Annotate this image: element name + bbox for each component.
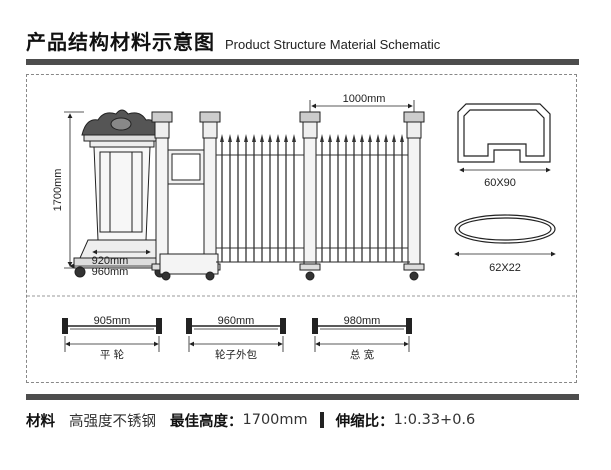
wheel-left-icon (186, 318, 192, 334)
crown-center (110, 117, 132, 131)
gate-pickets (220, 134, 404, 262)
wheel-diagram-2: 960mm 轮子外包 (186, 315, 286, 361)
base-width-outer-label: 960mm (92, 266, 129, 278)
ratio-label: 伸缩比： (335, 413, 394, 430)
spec-footer: 材料 高强度不锈钢 最佳高度： 1700mm 伸缩比： 1:0.33+0.6 (26, 407, 579, 433)
picket-tip (268, 134, 272, 142)
picket-tip (236, 134, 240, 142)
material-label: 材料 (26, 413, 55, 430)
picket-tip (220, 134, 224, 142)
picket-tip (384, 134, 388, 142)
profile-oval-section (454, 214, 556, 244)
height-dimension (64, 111, 84, 269)
header: 产品结构材料示意图 Product Structure Material Sch… (26, 26, 440, 54)
post-3 (299, 111, 321, 281)
spacing-label: 1000mm (343, 93, 386, 105)
base-width-dimensions (69, 249, 165, 269)
footer-separator (319, 412, 324, 428)
bottom-divider (26, 394, 579, 400)
wheel-right-icon (406, 318, 412, 334)
post-4 (403, 111, 425, 281)
picket-tip (400, 134, 404, 142)
wheel-diagram-1: 905mm 平 轮 (62, 315, 162, 361)
picket-tip (392, 134, 396, 142)
wheel-left-icon (62, 318, 68, 334)
wheel-right-icon (156, 318, 162, 334)
picket-tip (292, 134, 296, 142)
picket-tip (336, 134, 340, 142)
picket-tip (368, 134, 372, 142)
material-value: 高强度不锈钢 (69, 413, 156, 430)
picket-tip (276, 134, 280, 142)
picket-tip (252, 134, 256, 142)
wheel-width-caption: 总 宽 (350, 348, 375, 361)
wheel-width-value: 960mm (218, 315, 255, 327)
top-divider (26, 59, 579, 65)
picket-tip (244, 134, 248, 142)
best-height-value: 1700mm (242, 412, 308, 428)
diagram-panel (26, 74, 577, 383)
picket-tip (344, 134, 348, 142)
wheel-width-value: 980mm (344, 315, 381, 327)
picket-tip (328, 134, 332, 142)
picket-tip (360, 134, 364, 142)
picket-tip (260, 134, 264, 142)
wheel-dimension-diagrams: 905mm 平 轮 960mm 轮子外包 980mm 总 宽 (62, 315, 412, 361)
gate-schematic: 1700mm 920mm 960mm (27, 93, 576, 361)
base-frame (159, 253, 219, 275)
height-label: 1700mm (52, 169, 64, 212)
picket-tip (352, 134, 356, 142)
picket-tip (320, 134, 324, 142)
wheel-diagram-3: 980mm 总 宽 (312, 315, 412, 361)
best-height-label: 最佳高度： (170, 413, 243, 430)
wheel-width-value: 905mm (94, 315, 131, 327)
spacing-dimension (309, 100, 415, 112)
profile-rect-label: 60X90 (484, 177, 516, 189)
profile-rect-section (457, 103, 551, 163)
post-2 (199, 111, 221, 271)
picket-tip (228, 134, 232, 142)
page-subtitle: Product Structure Material Schematic (225, 37, 441, 52)
page-title: 产品结构材料示意图 (26, 30, 215, 54)
profile-oval-label: 62X22 (489, 262, 521, 274)
picket-tip (284, 134, 288, 142)
wheel-width-caption: 轮子外包 (215, 348, 257, 361)
wheel-left-icon (312, 318, 318, 334)
ratio-value: 1:0.33+0.6 (393, 412, 476, 428)
gate-front-view (151, 111, 425, 281)
wheel-width-caption: 平 轮 (100, 348, 125, 361)
picket-tip (376, 134, 380, 142)
wheel-right-icon (280, 318, 286, 334)
pickets-section-a (216, 154, 304, 249)
base-width-inner-label: 920mm (92, 255, 129, 267)
